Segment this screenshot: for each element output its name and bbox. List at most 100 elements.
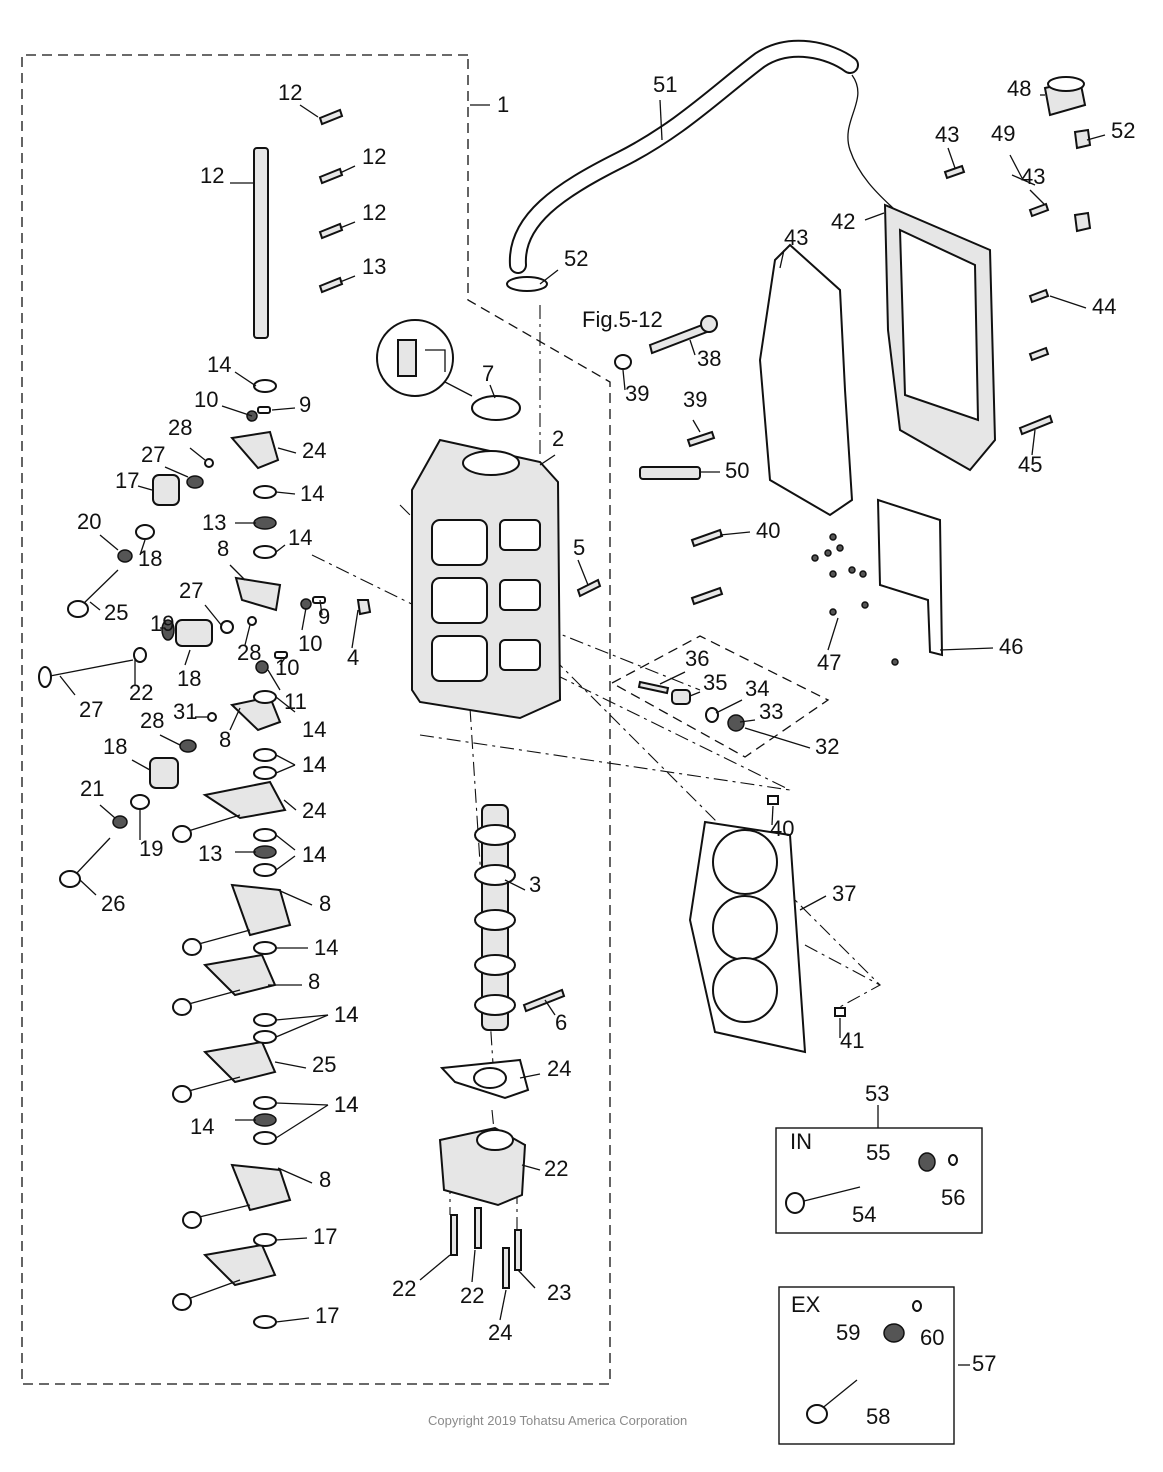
shaft-bolts bbox=[318, 108, 344, 294]
callout-22: 22 bbox=[544, 1156, 568, 1181]
figure-reference: Fig.5-12 bbox=[582, 307, 663, 332]
callout-28: 28 bbox=[140, 708, 164, 733]
callout-14: 14 bbox=[334, 1092, 358, 1117]
leader-line bbox=[339, 165, 356, 174]
leader-line bbox=[499, 1289, 507, 1321]
leader-line bbox=[99, 534, 119, 551]
inset-in-header: IN bbox=[790, 1129, 812, 1154]
leader-line bbox=[244, 624, 251, 646]
leader-line bbox=[229, 707, 241, 731]
callout-14: 14 bbox=[334, 1092, 358, 1117]
callout-26: 26 bbox=[101, 891, 125, 916]
leader-line bbox=[299, 104, 319, 118]
leader-line bbox=[544, 999, 556, 1016]
inset-callout-58: 58 bbox=[866, 1404, 890, 1429]
callout-24: 24 bbox=[547, 1056, 571, 1081]
inset-callout-56: 56 bbox=[941, 1185, 965, 1210]
callout-24: 24 bbox=[302, 798, 326, 823]
leader-line bbox=[277, 889, 313, 906]
leader-line bbox=[229, 564, 246, 581]
callout-14: 14 bbox=[334, 1002, 358, 1027]
callout-4: 4 bbox=[347, 645, 359, 670]
callout-14: 14 bbox=[288, 525, 312, 550]
pump-bolts bbox=[450, 1207, 522, 1289]
callout-49: 49 bbox=[991, 121, 1015, 146]
callout-32: 32 bbox=[815, 734, 839, 759]
dowel-lower bbox=[834, 1007, 846, 1017]
callout-14: 14 bbox=[334, 1002, 358, 1027]
callout-44: 44 bbox=[1092, 294, 1116, 319]
spark-plug bbox=[639, 466, 701, 480]
leader-line bbox=[301, 607, 307, 631]
leader-line bbox=[419, 1254, 451, 1281]
leader-line bbox=[1031, 429, 1036, 456]
leader-line bbox=[799, 895, 827, 911]
callout-52: 52 bbox=[1111, 118, 1135, 143]
callout-40: 40 bbox=[770, 816, 794, 841]
leader-line bbox=[277, 1167, 313, 1184]
center-hardware bbox=[356, 578, 745, 1013]
callout-22: 22 bbox=[460, 1283, 484, 1308]
leader-line bbox=[689, 691, 701, 697]
callout-14: 14 bbox=[302, 717, 326, 742]
callout-18: 18 bbox=[177, 666, 201, 691]
callout-31: 31 bbox=[173, 699, 197, 724]
leader-line bbox=[277, 447, 297, 454]
oil-pump bbox=[438, 1126, 527, 1207]
callout-12: 12 bbox=[200, 163, 224, 188]
copyright-notice: Copyright 2019 Tohatsu America Corporati… bbox=[428, 1413, 687, 1428]
callout-27: 27 bbox=[179, 578, 203, 603]
callout-10: 10 bbox=[194, 387, 218, 412]
callout-14: 14 bbox=[302, 842, 326, 867]
filler-o-ring bbox=[1011, 174, 1036, 186]
callout-23: 23 bbox=[547, 1280, 571, 1305]
leader-line bbox=[659, 99, 663, 141]
callout-51: 51 bbox=[653, 72, 677, 97]
callout-48: 48 bbox=[1007, 76, 1031, 101]
dowel-centerline bbox=[804, 944, 882, 1009]
group-boundary-31 bbox=[610, 635, 830, 758]
inset-callout-57: 57 bbox=[972, 1351, 996, 1376]
leader-line bbox=[275, 1014, 329, 1038]
leader-line bbox=[275, 764, 296, 774]
inset-callout-55: 55 bbox=[866, 1140, 890, 1165]
callout-19: 19 bbox=[150, 611, 174, 636]
callout-18: 18 bbox=[138, 546, 162, 571]
callout-2: 2 bbox=[552, 426, 564, 451]
leader-line bbox=[339, 275, 356, 283]
callout-9: 9 bbox=[318, 604, 330, 629]
leader-line bbox=[267, 669, 281, 691]
callout-1: 1 bbox=[497, 92, 509, 117]
callout-14: 14 bbox=[302, 752, 326, 777]
callout-14: 14 bbox=[302, 752, 326, 777]
leader-line bbox=[221, 405, 253, 417]
leader-line bbox=[471, 1249, 476, 1283]
plug-upper bbox=[1073, 128, 1092, 150]
leader-line bbox=[59, 675, 76, 696]
callout-12: 12 bbox=[362, 200, 386, 225]
callout-28: 28 bbox=[168, 415, 192, 440]
leader-line bbox=[283, 799, 297, 811]
callout-labels: 1234567888889910101011121212121313131414… bbox=[77, 72, 1135, 1429]
leader-line bbox=[204, 604, 223, 627]
leader-line bbox=[577, 559, 589, 586]
plug-lower bbox=[1073, 211, 1092, 233]
leader-line bbox=[275, 696, 296, 713]
leader-line bbox=[519, 1073, 541, 1079]
group-boundary-1 bbox=[21, 54, 611, 1385]
callout-14: 14 bbox=[314, 935, 338, 960]
head-gasket bbox=[688, 820, 807, 1054]
leader-line bbox=[517, 1269, 536, 1289]
callout-10: 10 bbox=[298, 631, 322, 656]
leader-line bbox=[89, 601, 101, 611]
leader-line bbox=[275, 544, 286, 553]
callout-36: 36 bbox=[685, 646, 709, 671]
inset-ex bbox=[778, 1286, 955, 1445]
leader-line bbox=[131, 759, 151, 771]
leader-line bbox=[939, 647, 994, 651]
leader-line bbox=[539, 269, 559, 285]
leader-line bbox=[827, 617, 839, 651]
inset-callout-59: 59 bbox=[836, 1320, 860, 1345]
callout-12: 12 bbox=[278, 80, 302, 105]
